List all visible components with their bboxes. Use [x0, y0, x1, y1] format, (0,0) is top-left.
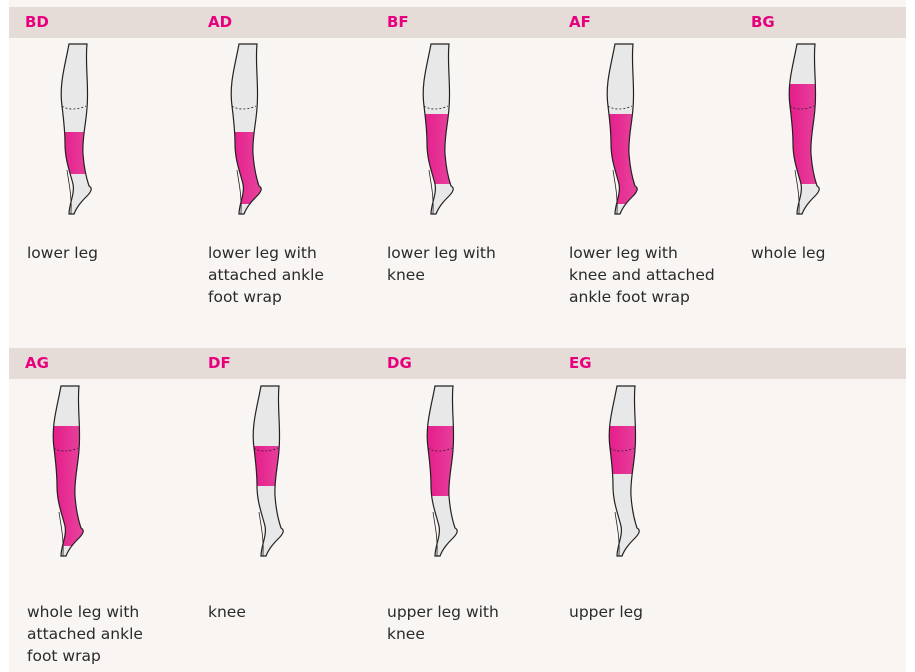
leg-illustration-dg [405, 386, 485, 561]
leg-illustration-bf [401, 44, 481, 219]
leg-illustration-df [231, 386, 311, 561]
garment-description: whole leg with attached ankle foot wrap [27, 601, 177, 667]
garment-description: knee [208, 601, 368, 623]
header-row-2: AG DF DG EG [9, 348, 906, 379]
code-label: BD [25, 7, 49, 38]
code-label: DG [387, 348, 412, 379]
code-label: AF [569, 7, 591, 38]
garment-coverage [585, 114, 665, 204]
leg-illustration-ad [209, 44, 289, 219]
garment-coverage [31, 426, 111, 546]
garment-coverage [405, 426, 485, 496]
leg-illustration-bd [39, 44, 119, 219]
leg-illustration-bg [767, 44, 847, 219]
garment-description: whole leg [751, 242, 901, 264]
garment-chart: BD AD BF AF BG AG DF DG EG lower leg low… [9, 0, 906, 672]
code-label: DF [208, 348, 231, 379]
code-label: BF [387, 7, 409, 38]
code-label: AG [25, 348, 49, 379]
code-label: EG [569, 348, 592, 379]
garment-description: upper leg [569, 601, 729, 623]
garment-coverage [401, 114, 481, 184]
code-label: AD [208, 7, 232, 38]
garment-description: upper leg with knee [387, 601, 537, 645]
garment-coverage [39, 132, 119, 174]
garment-coverage [231, 446, 311, 486]
code-label: BG [751, 7, 775, 38]
leg-illustration-af [585, 44, 665, 219]
garment-coverage [209, 132, 289, 204]
garment-description: lower leg with knee and attached ankle f… [569, 242, 717, 308]
leg-illustration-ag [31, 386, 111, 561]
garment-coverage [767, 84, 847, 184]
leg-illustration-eg [587, 386, 667, 561]
garment-description: lower leg with knee [387, 242, 537, 286]
header-row-1: BD AD BF AF BG [9, 7, 906, 38]
garment-description: lower leg [27, 242, 187, 264]
garment-description: lower leg with attached ankle foot wrap [208, 242, 358, 308]
